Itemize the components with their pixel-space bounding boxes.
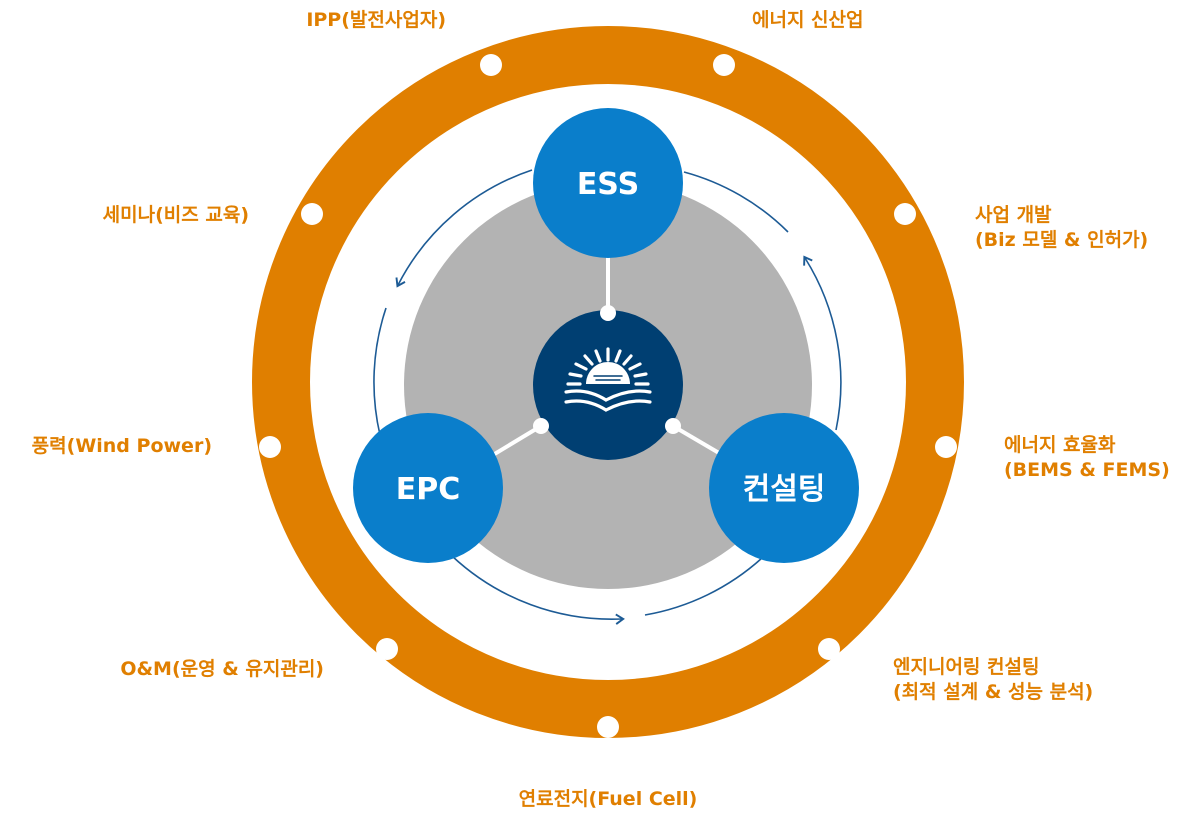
arrow-epc-to-consulting xyxy=(451,555,625,625)
ring-dot xyxy=(597,716,619,738)
label-om: O&M(운영 & 유지관리) xyxy=(120,657,324,682)
label-biz-dev: 사업 개발 (Biz 모델 & 인허가) xyxy=(975,203,1148,253)
ring-dot xyxy=(818,638,840,660)
consulting-label: 컨설팅 xyxy=(743,472,826,507)
arrow-ess-right xyxy=(683,171,789,233)
arrow-epc-side xyxy=(373,307,387,436)
ring-dot xyxy=(935,436,957,458)
label-new-energy: 에너지 신산업 xyxy=(752,8,864,33)
label-engineering-line2: (최적 설계 & 성능 분석) xyxy=(893,681,1094,703)
ring-dot xyxy=(376,638,398,660)
label-seminar-text: 세미나(비즈 교육) xyxy=(102,204,249,226)
label-new-energy-text: 에너지 신산업 xyxy=(752,9,864,31)
cycle-arrows xyxy=(373,169,842,625)
consulting-node xyxy=(709,413,859,563)
arrow-consulting-side xyxy=(803,255,842,431)
ring-dot xyxy=(713,54,735,76)
ring-dot xyxy=(480,54,502,76)
label-engineering-line1: 엔지니어링 컨설팅 xyxy=(893,656,1040,678)
ess-node xyxy=(533,108,683,258)
connector-dots xyxy=(533,305,681,434)
label-engineering: 엔지니어링 컨설팅 (최적 설계 & 성능 분석) xyxy=(893,655,1093,705)
outer-ring xyxy=(252,26,964,738)
label-efficiency: 에너지 효율화 (BEMS & FEMS) xyxy=(1004,433,1170,483)
label-ipp-text: IPP(발전사업자) xyxy=(306,9,446,31)
label-biz-dev-line2: (Biz 모델 & 인허가) xyxy=(975,229,1149,251)
label-efficiency-line2: (BEMS & FEMS) xyxy=(1004,459,1170,481)
ring-dots xyxy=(259,54,957,738)
ring-dot xyxy=(894,203,916,225)
arrow-consulting-bottom xyxy=(644,557,763,616)
arrow-ess-to-epc xyxy=(395,169,533,288)
label-wind: 풍력(Wind Power) xyxy=(32,434,212,459)
ring-dot xyxy=(259,436,281,458)
label-ipp: IPP(발전사업자) xyxy=(306,8,446,33)
label-biz-dev-line1: 사업 개발 xyxy=(975,204,1052,226)
label-om-text: O&M(운영 & 유지관리) xyxy=(120,658,324,680)
epc-label: EPC xyxy=(396,472,461,507)
label-fuel-cell-text: 연료전지(Fuel Cell) xyxy=(518,788,698,810)
label-efficiency-line1: 에너지 효율화 xyxy=(1004,434,1116,456)
ring-dot xyxy=(301,203,323,225)
sunrise-book-logo-icon xyxy=(564,347,652,412)
center-hub xyxy=(533,310,683,460)
epc-node xyxy=(353,413,503,563)
label-seminar: 세미나(비즈 교육) xyxy=(103,203,249,228)
ess-label: ESS xyxy=(577,167,639,202)
label-wind-text: 풍력(Wind Power) xyxy=(31,435,212,457)
label-fuel-cell: 연료전지(Fuel Cell) xyxy=(458,787,758,812)
